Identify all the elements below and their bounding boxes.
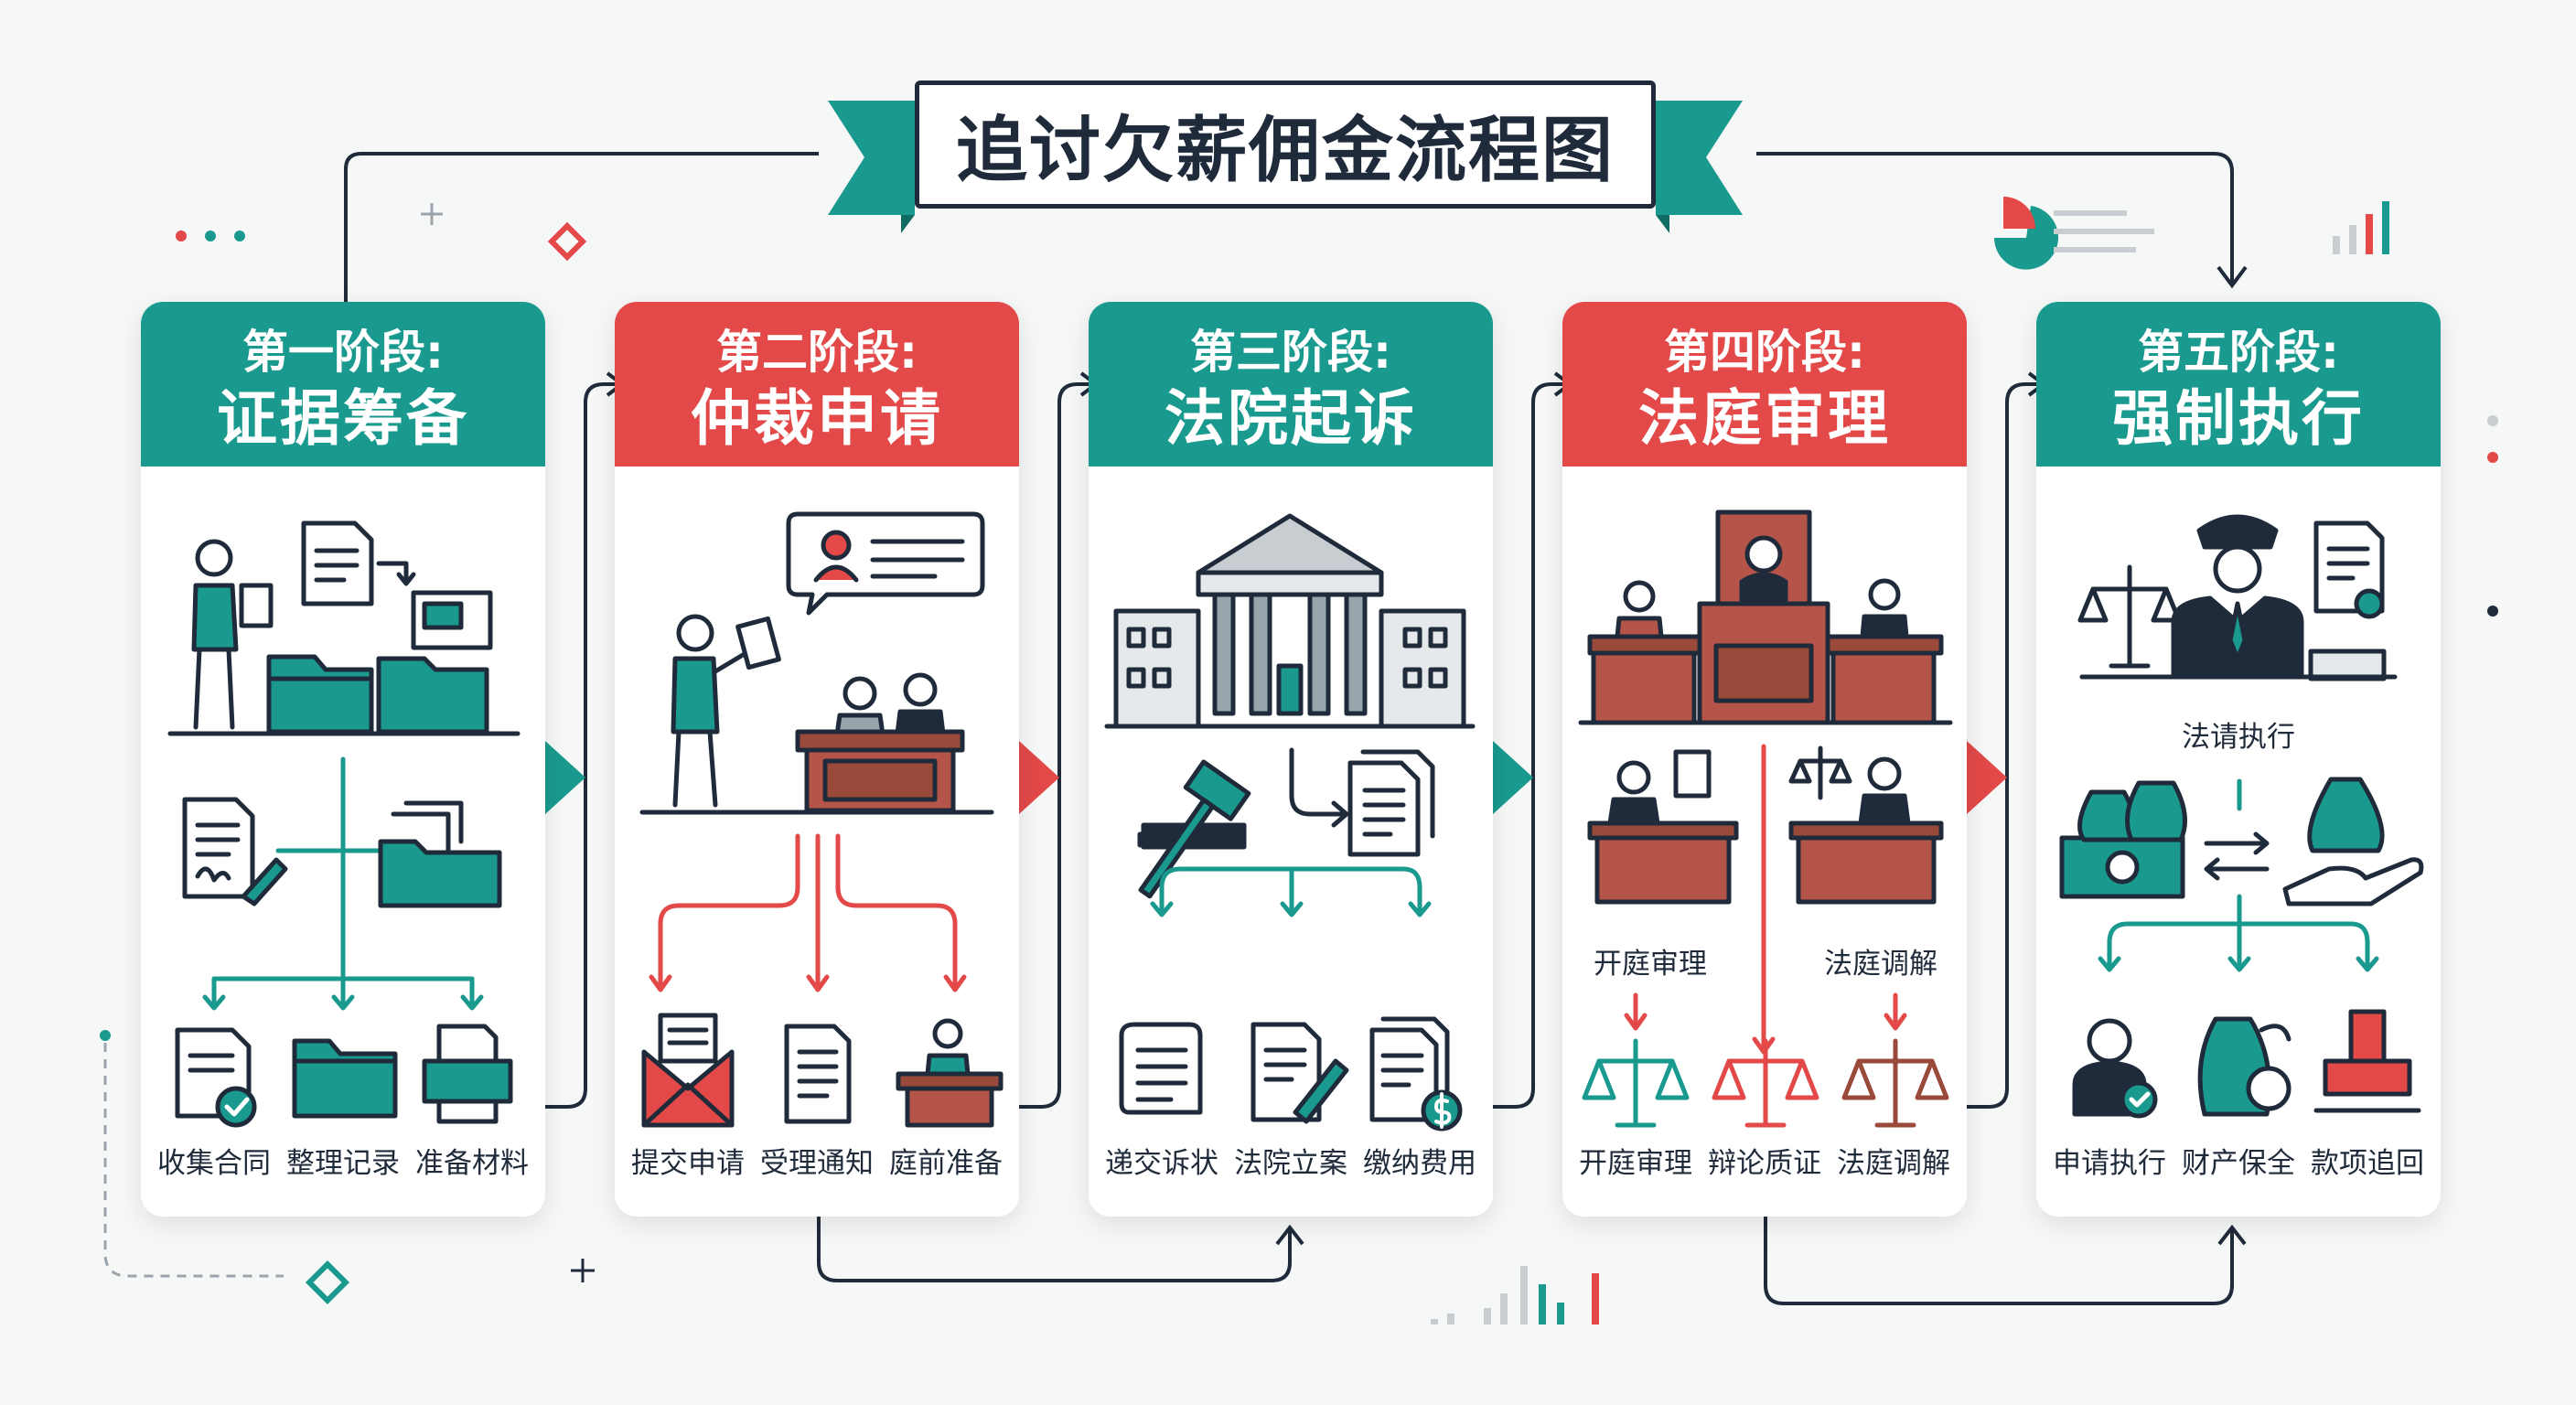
step-label-1-1: 收集合同 bbox=[157, 1147, 271, 1180]
connector-top-left bbox=[344, 152, 819, 302]
mediator-desk-icon bbox=[1788, 745, 1944, 905]
stage-2-illustration bbox=[639, 511, 1004, 1128]
stage-name-5: 强制执行 bbox=[2112, 383, 2365, 454]
asset-preservation-icon bbox=[2197, 1016, 2292, 1117]
document-pen-icon bbox=[1250, 1022, 1349, 1124]
step-label-2-1: 提交申请 bbox=[631, 1147, 745, 1180]
contract-sign-icon bbox=[182, 797, 288, 906]
scales-icon-3 bbox=[1841, 1038, 1949, 1128]
stage-number-4: 第四阶段: bbox=[1664, 326, 1865, 379]
ribbon-right bbox=[1656, 101, 1743, 215]
stage-header-2: 第二阶段: 仲裁申请 bbox=[615, 302, 1019, 467]
stage-card-4: 第四阶段: 法庭审理 bbox=[1562, 302, 1967, 1217]
gavel-icon bbox=[1137, 759, 1251, 899]
courthouse-icon bbox=[1104, 513, 1476, 729]
lawyer-desk-icon bbox=[1587, 749, 1739, 905]
folder-icon bbox=[266, 654, 374, 735]
connector-top-right bbox=[1756, 152, 2234, 284]
documents-stack-icon bbox=[1347, 749, 1435, 857]
stage-number-1: 第一阶段: bbox=[242, 326, 444, 379]
connector-4-5 bbox=[1967, 371, 2047, 1109]
officials-desk-icon bbox=[795, 672, 965, 813]
decor-dots bbox=[100, 197, 2498, 1325]
step-label-2-3: 庭前准备 bbox=[889, 1147, 1003, 1180]
stage-header-5: 第五阶段: 强制执行 bbox=[2036, 302, 2441, 467]
envelope-icon bbox=[641, 1013, 735, 1128]
flow-arrow-3 bbox=[1493, 741, 1533, 814]
step-label-3-3: 缴纳费用 bbox=[1363, 1147, 1476, 1180]
stage-header-4: 第四阶段: 法庭审理 bbox=[1562, 302, 1967, 467]
stage-number-3: 第三阶段: bbox=[1190, 326, 1391, 379]
stage-name-3: 法院起诉 bbox=[1165, 383, 1417, 454]
contract-check-icon bbox=[175, 1027, 257, 1128]
step-label-4-3: 法庭调解 bbox=[1837, 1147, 1950, 1180]
stage-name-2: 仲裁申请 bbox=[691, 383, 943, 454]
flow-arrow-4 bbox=[1967, 741, 2007, 814]
step-label-1-3: 准备材料 bbox=[415, 1147, 529, 1180]
stage-3-illustration bbox=[1104, 513, 1476, 1132]
stage-card-1: 第一阶段: 证据筹备 bbox=[141, 302, 545, 1217]
person-icon bbox=[191, 539, 274, 730]
mid-label-5-1: 法请执行 bbox=[2182, 721, 2295, 754]
person-presenting-icon bbox=[671, 614, 781, 808]
step-label-3-1: 递交诉状 bbox=[1105, 1147, 1218, 1180]
stage-4-illustration bbox=[1578, 509, 1953, 1128]
stage-card-5: 第五阶段: 强制执行 bbox=[2036, 302, 2441, 1217]
stage-number-5: 第五阶段: bbox=[2138, 326, 2339, 379]
step-label-2-2: 受理通知 bbox=[760, 1147, 874, 1180]
money-bags-icon bbox=[2059, 780, 2187, 899]
stage-card-3: 第三阶段: 法院起诉 bbox=[1089, 302, 1493, 1217]
document-icon bbox=[301, 520, 416, 606]
judge-bench-icon bbox=[896, 1018, 1004, 1128]
court-order-document-icon bbox=[2313, 520, 2385, 619]
printer-materials-icon bbox=[422, 1024, 513, 1124]
scales-icon bbox=[2077, 564, 2182, 669]
step-label-4-2: 辩论质证 bbox=[1708, 1147, 1821, 1180]
scales-icon-1 bbox=[1582, 1038, 1690, 1128]
mid-label-4-2: 法庭调解 bbox=[1824, 948, 1937, 981]
stage-number-2: 第二阶段: bbox=[716, 326, 918, 379]
officer-icon bbox=[2171, 514, 2304, 680]
folder-records-icon bbox=[292, 1038, 398, 1119]
mid-label-4-1: 开庭审理 bbox=[1594, 948, 1707, 981]
step-label-1-2: 整理记录 bbox=[286, 1147, 400, 1180]
step-label-5-3: 款项追回 bbox=[2311, 1147, 2424, 1180]
stage-card-2: 第二阶段: 仲裁申请 bbox=[615, 302, 1019, 1217]
ribbon-left bbox=[828, 101, 915, 215]
step-label-3-2: 法院立案 bbox=[1234, 1147, 1347, 1180]
stage-name-1: 证据筹备 bbox=[217, 383, 469, 454]
step-label-5-2: 财产保全 bbox=[2182, 1147, 2295, 1180]
page-title: 追讨欠薪佣金流程图 bbox=[915, 80, 1656, 209]
speech-bubble-icon bbox=[786, 511, 985, 616]
flow-arrow-2 bbox=[1019, 741, 1059, 814]
scales-icon-2 bbox=[1712, 1038, 1819, 1128]
stage-1-illustration bbox=[167, 520, 521, 1128]
step-label-4-1: 开庭审理 bbox=[1579, 1147, 1692, 1180]
money-hand-icon bbox=[2282, 777, 2424, 906]
scroll-icon bbox=[1119, 1022, 1203, 1115]
stamp-icon bbox=[2313, 1009, 2421, 1113]
connector-bottom-4-5 bbox=[1764, 1217, 2247, 1305]
flow-arrow-1 bbox=[545, 741, 585, 814]
stage-name-4: 法庭审理 bbox=[1638, 383, 1891, 454]
step-label-5-1: 申请执行 bbox=[2053, 1147, 2166, 1180]
connector-3-4 bbox=[1493, 371, 1573, 1109]
printer-icon bbox=[376, 590, 493, 735]
stage-header-1: 第一阶段: 证据筹备 bbox=[141, 302, 545, 467]
folder-documents-icon bbox=[378, 800, 502, 908]
notice-document-icon bbox=[784, 1024, 852, 1124]
stage-5-illustration bbox=[2059, 514, 2424, 1119]
fee-document-icon bbox=[1369, 1016, 1463, 1132]
connector-2-3 bbox=[1019, 371, 1100, 1109]
connector-bottom-2-3 bbox=[817, 1217, 1304, 1282]
applicant-check-icon bbox=[2072, 1018, 2158, 1119]
stage-header-3: 第三阶段: 法院起诉 bbox=[1089, 302, 1493, 467]
connector-1-2 bbox=[545, 371, 626, 1109]
courtroom-icon bbox=[1578, 509, 1953, 725]
